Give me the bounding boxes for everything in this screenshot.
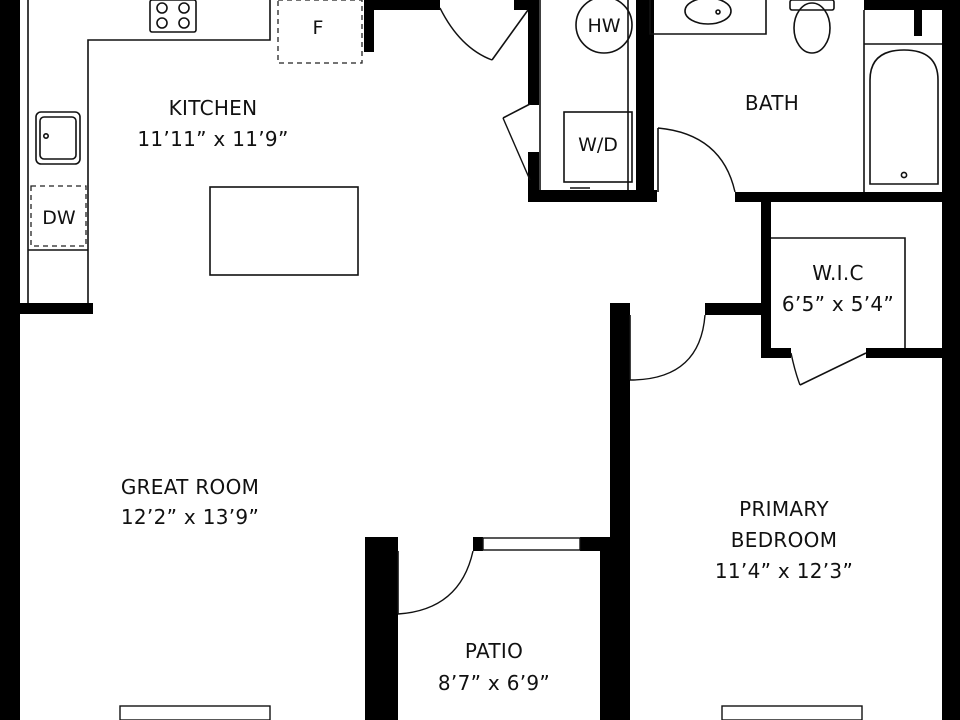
wic-shelf (771, 237, 906, 348)
kitchen-island (209, 186, 359, 276)
washer-dryer (563, 111, 633, 183)
wall-patio-left (365, 537, 398, 720)
wall-bath-left-stub (646, 0, 654, 200)
dishwasher-space (30, 185, 87, 247)
closet-inner-wall (539, 0, 629, 190)
wall-closet-left-upper (528, 0, 539, 105)
vanity-counter (649, 0, 767, 35)
cooktop (149, 0, 197, 33)
water-heater-label: HW (587, 15, 620, 37)
wic-dims: 6’5” x 5’4” (782, 292, 894, 316)
window-great-room (119, 705, 271, 720)
vanity-drain-icon (715, 9, 721, 15)
bath-name: BATH (745, 91, 799, 115)
water-heater (575, 0, 633, 54)
bedroom-name-line1: PRIMARY (739, 497, 829, 521)
wic-door-swing (790, 352, 801, 386)
burner-icon (156, 2, 168, 14)
laundry-door-leaf (502, 103, 531, 119)
patio-door-swing (397, 550, 474, 615)
entry-door-leaf (491, 9, 529, 61)
laundry-door-swing (502, 117, 531, 181)
kitchen-sink (35, 111, 81, 165)
washer-dryer-label: W/D (578, 134, 618, 156)
wall-top-mid-stub (364, 0, 374, 52)
wall-bedroom-left (610, 303, 630, 720)
wall-bedroom-top (705, 303, 771, 315)
windows (119, 537, 863, 720)
window-patio (482, 537, 581, 551)
great-room-name: GREAT ROOM (121, 475, 259, 499)
sink-drain-icon (42, 133, 49, 140)
room-labels: KITCHEN 11’11” x 11’9” BATH W.I.C 6’5” x… (121, 91, 894, 695)
burner-icon (178, 2, 190, 14)
wall-wic-left (761, 192, 771, 355)
wall-patio-right (600, 537, 612, 720)
bedroom-name-line2: BEDROOM (731, 528, 838, 552)
bath-tub (869, 49, 939, 185)
kitchen-dims: 11’11” x 11’9” (137, 127, 288, 151)
wic-door-leaf (799, 352, 867, 386)
wall-bath-top-right (864, 0, 944, 10)
bath-fixtures (649, 0, 942, 192)
bedroom-door-swing (629, 314, 706, 381)
fridge-space (277, 0, 363, 64)
kitchen-name: KITCHEN (169, 96, 258, 120)
vanity-sink (684, 0, 732, 25)
bath-door-swing (657, 127, 736, 193)
wall-top-closet (514, 0, 530, 10)
patio-name: PATIO (465, 639, 523, 663)
wall-closet-bottom (530, 190, 657, 202)
tub-drain-icon (900, 171, 908, 179)
wic-name: W.I.C (812, 261, 864, 285)
dishwasher-label: DW (42, 207, 76, 229)
toilet-bowl (793, 2, 831, 54)
wall-patio-top-mid (473, 537, 483, 551)
patio-dims: 8’7” x 6’9” (438, 671, 550, 695)
wall-exterior-left (0, 0, 20, 720)
great-room-dims: 12’2” x 13’9” (121, 505, 259, 529)
wall-bath-bottom (735, 192, 945, 202)
wall-closet-left-lower (528, 152, 539, 202)
window-bedroom (721, 705, 863, 720)
wall-exterior-right (942, 0, 960, 720)
burner-icon (156, 17, 168, 29)
entry-door-swing (439, 7, 493, 61)
utility-fixtures: HW W/D (539, 0, 633, 190)
bath-tub-enclosure (863, 10, 942, 192)
doors (397, 7, 867, 615)
wall-closet-right (636, 0, 646, 200)
burner-icon (178, 17, 190, 29)
fridge-label: F (313, 17, 324, 39)
kitchen-fixtures: F DW (27, 0, 363, 303)
wall-wic-bottom-right (866, 348, 944, 358)
toilet-tank (789, 0, 835, 11)
wall-top-mid (364, 0, 440, 10)
bedroom-dims: 11’4” x 12’3” (715, 559, 853, 583)
kitchen-counter (27, 0, 271, 303)
wall-wic-bottom-left (761, 348, 791, 358)
wall-bath-divider (914, 0, 922, 36)
wall-patio-top-left (365, 537, 397, 551)
wall-kitchen-bottom (0, 303, 93, 314)
kitchen-sink-basin (39, 116, 77, 160)
